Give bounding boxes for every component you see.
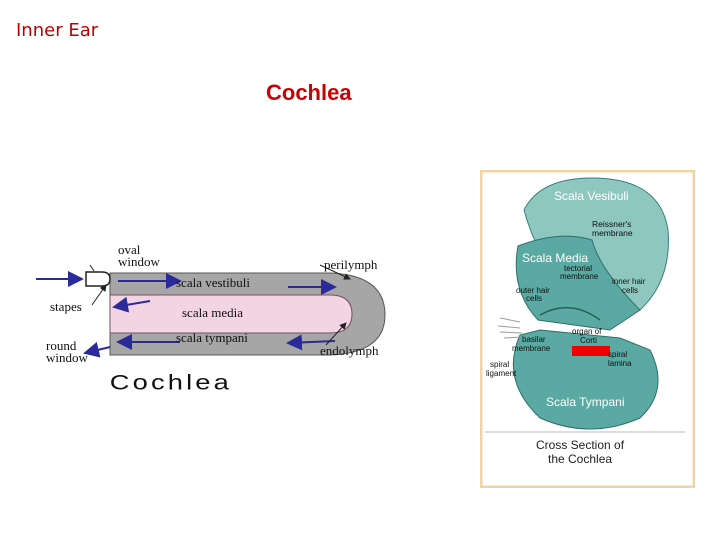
cochlea-longitudinal-diagram: oval window stapes round window scala ve… [36, 242, 386, 395]
caption-cross-section-2: the Cochlea [548, 452, 612, 466]
label-perilymph: perilymph [324, 257, 378, 272]
label-tectorial-2: membrane [560, 272, 599, 281]
cochlea-cross-section-diagram: Scala Vesibuli Reissner's membrane Scala… [480, 170, 695, 488]
label-round-window: round [46, 338, 77, 353]
label-organ-corti: organ of [572, 327, 602, 336]
label-stapes: stapes [50, 299, 82, 314]
label-tectorial: tectorial [564, 264, 592, 273]
label-round-window-2: window [46, 350, 89, 365]
flow-arrow-media-left [112, 296, 151, 313]
label-scala-vestibuli: scala vestibuli [176, 275, 250, 290]
label-reissners-2: membrane [592, 228, 633, 238]
figure-caption-cochlea: Cochlea [110, 371, 232, 394]
label-scala-tympani: Scala Tympani [546, 395, 625, 409]
label-scala-tympani: scala tympani [176, 330, 248, 345]
slide-title: Cochlea [266, 80, 352, 105]
label-spiral-ligament-2: ligament [486, 369, 517, 378]
stapes-shape [85, 271, 111, 287]
label-reissners: Reissner's [592, 219, 631, 229]
label-inner-hair: inner hair [612, 277, 646, 286]
label-scala-media: scala media [182, 305, 243, 320]
highlight-marker [572, 346, 610, 356]
label-organ-corti-2: Corti [580, 336, 597, 345]
caption-cross-section: Cross Section of [536, 438, 625, 452]
scala-tympani-chamber [512, 329, 659, 430]
label-spiral-ligament: spiral [490, 360, 509, 369]
label-basilar: basilar [522, 335, 546, 344]
flow-arrow-tympani-right [286, 334, 336, 351]
label-outer-hair-2: cells [526, 294, 542, 303]
flow-arrow-round-window [83, 341, 111, 358]
scala-media-region [109, 294, 353, 334]
label-oval-window: oval [118, 242, 141, 257]
label-outer-hair: outer hair [516, 286, 550, 295]
label-endolymph: endolymph [320, 343, 379, 358]
label-inner-hair-2: cells [622, 286, 638, 295]
label-basilar-2: membrane [512, 344, 551, 353]
label-spiral-lamina: spiral [608, 350, 627, 359]
slide-section-label: Inner Ear [16, 20, 99, 41]
label-oval-window-2: window [118, 254, 161, 269]
label-scala-vesibuli: Scala Vesibuli [554, 189, 629, 203]
label-spiral-lamina-2: lamina [608, 359, 632, 368]
label-scala-media: Scala Media [522, 251, 588, 265]
scala-media-chamber [515, 235, 641, 331]
